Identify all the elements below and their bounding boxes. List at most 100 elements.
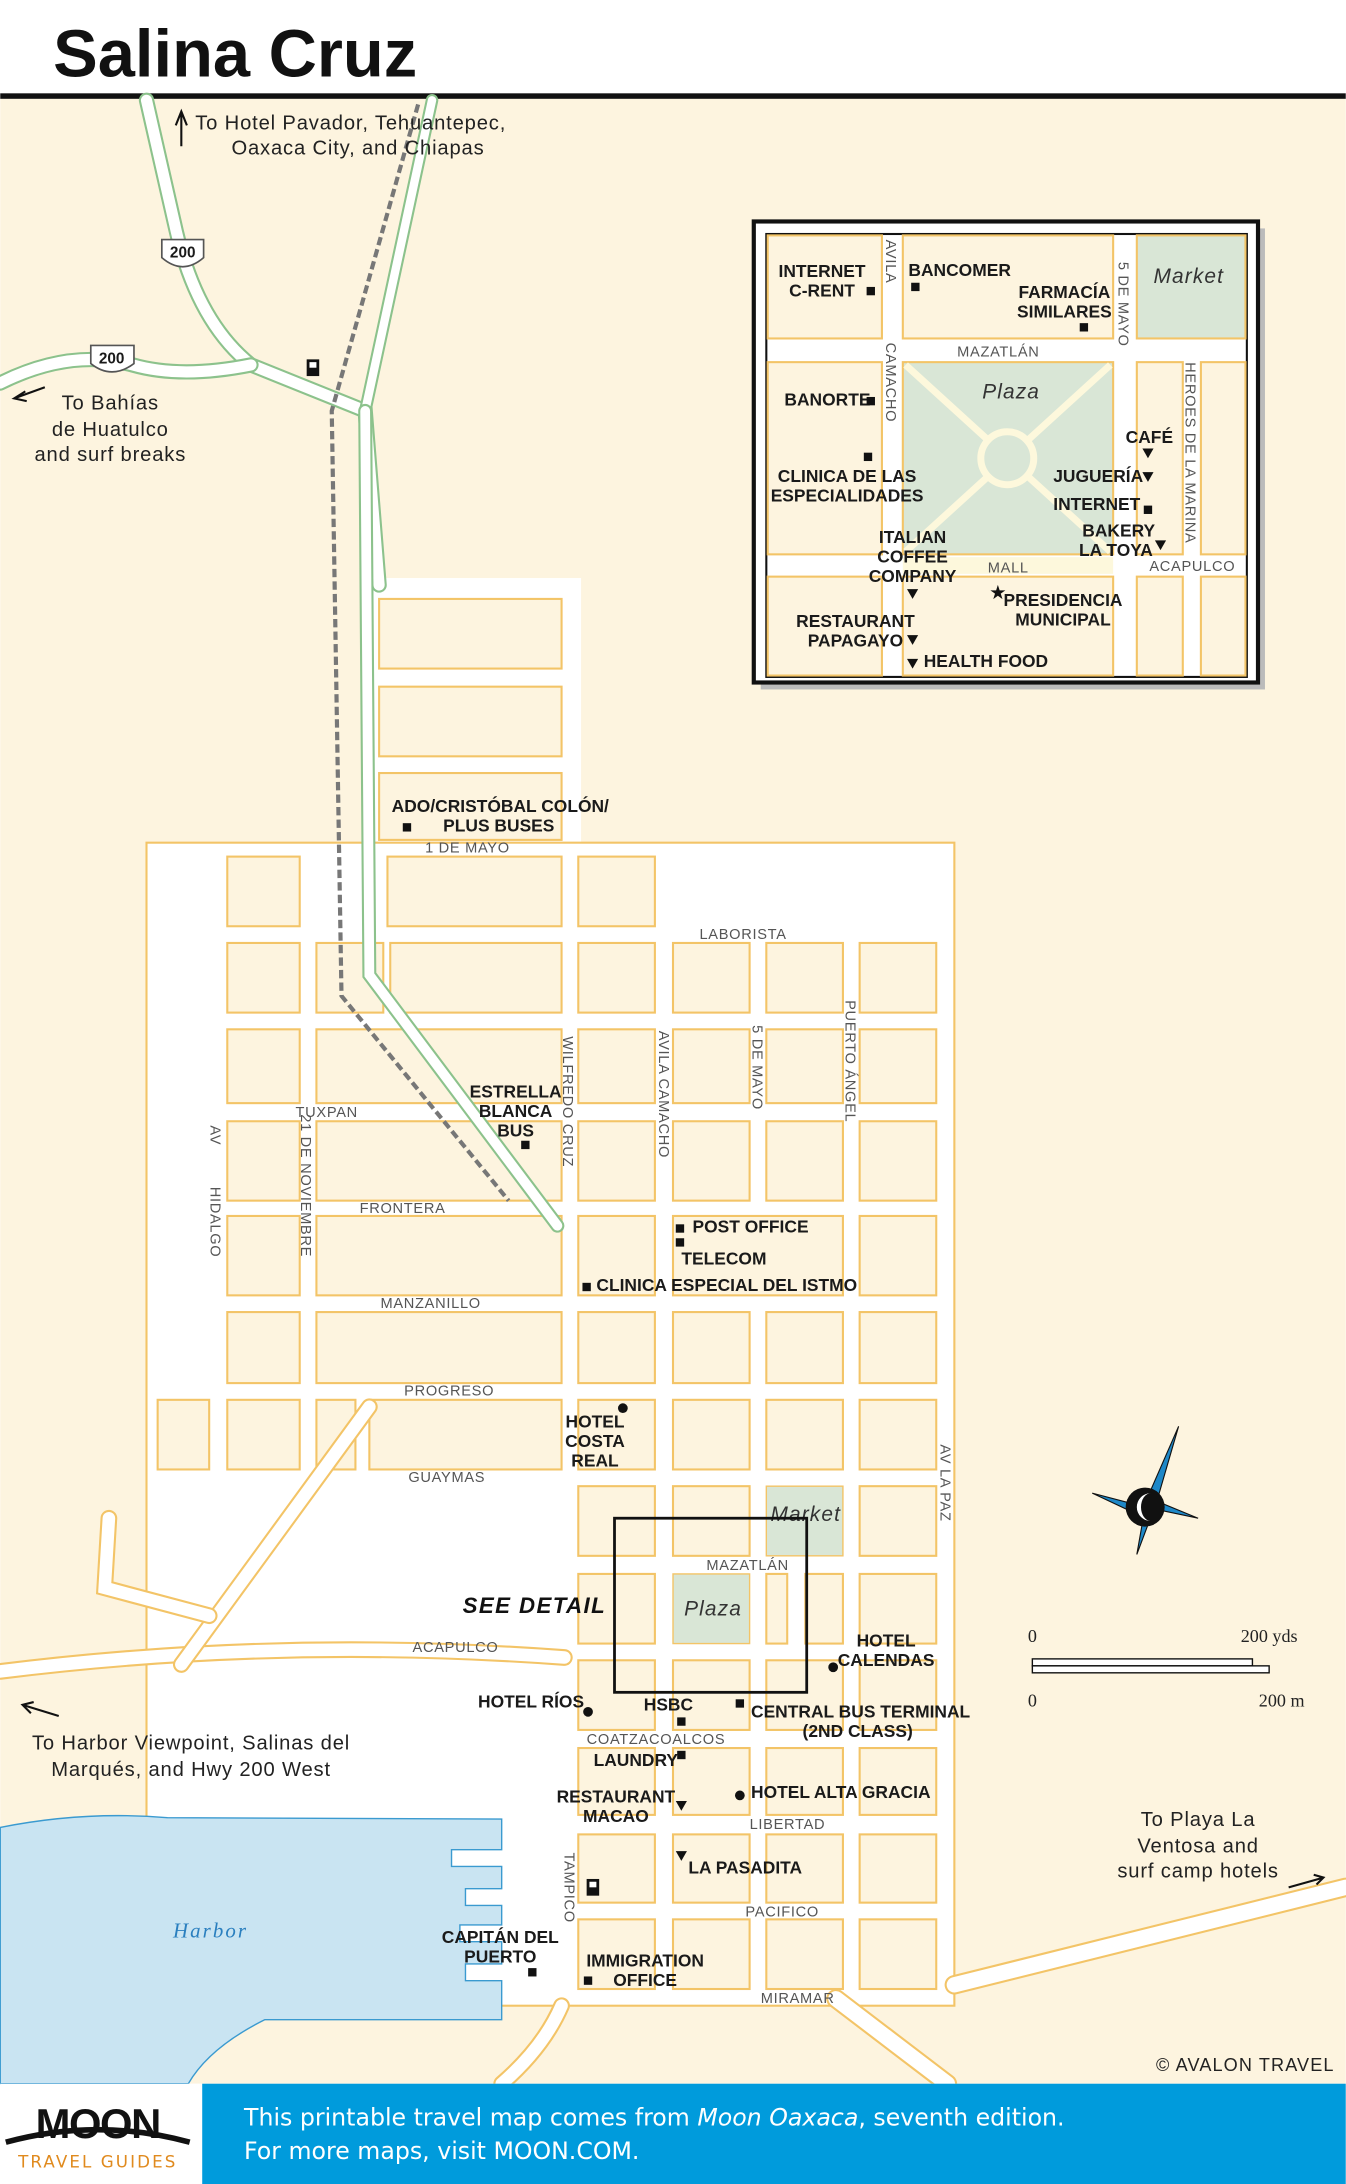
svg-text:CENTRAL BUS TERMINAL: CENTRAL BUS TERMINAL (751, 1701, 971, 1721)
svg-text:and surf breaks: and surf breaks (34, 444, 186, 466)
city-block (765, 1120, 844, 1202)
svg-text:PLUS BUSES: PLUS BUSES (443, 816, 554, 836)
city-block (577, 1918, 656, 1991)
svg-text:0: 0 (1028, 1690, 1037, 1710)
svg-text:OFFICE: OFFICE (613, 1970, 677, 1990)
svg-text:PROGRESO: PROGRESO (404, 1384, 494, 1400)
svg-text:This printable travel map come: This printable travel map comes from Moo… (243, 2104, 1065, 2132)
gas-station-icon (306, 359, 320, 377)
city-block (577, 941, 656, 1014)
svg-text:FARMACÍA: FARMACÍA (1018, 282, 1110, 302)
svg-text:TRAVEL GUIDES: TRAVEL GUIDES (17, 2151, 177, 2171)
svg-text:BANORTE: BANORTE (784, 389, 870, 409)
svg-text:ESTRELLA: ESTRELLA (470, 1082, 562, 1102)
svg-text:★: ★ (989, 582, 1006, 604)
city-block (765, 1572, 789, 1645)
direction-southwest: To Harbor Viewpoint, Salinas del Marqués… (20, 1701, 350, 1781)
compass-rose-icon (1092, 1426, 1199, 1555)
plaza-area (672, 1573, 751, 1645)
city-block (577, 1311, 656, 1385)
post-office: POST OFFICE (675, 1217, 809, 1237)
hotel-alta-gracia: HOTEL ALTA GRACIA (734, 1782, 931, 1802)
city-block (765, 1746, 844, 1816)
svg-text:BLANCA: BLANCA (479, 1101, 553, 1121)
inset-market (1135, 234, 1247, 340)
market-area (765, 1485, 844, 1557)
svg-text:200: 200 (99, 351, 125, 368)
moon-logo[interactable]: MOON TRAVEL GUIDES (5, 2100, 191, 2171)
svg-text:SIMILARES: SIMILARES (1017, 302, 1112, 322)
svg-text:CAFÉ: CAFÉ (1126, 427, 1173, 447)
svg-text:ITALIAN: ITALIAN (879, 527, 946, 547)
svg-text:PACIFICO: PACIFICO (745, 1905, 818, 1921)
svg-text:WILFREDO CRUZ: WILFREDO CRUZ (559, 1036, 575, 1167)
svg-text:HSBC: HSBC (644, 1694, 694, 1714)
svg-text:LA TOYA: LA TOYA (1079, 540, 1153, 560)
city-block (577, 855, 656, 928)
svg-text:INTERNET: INTERNET (1053, 494, 1140, 514)
city-block (156, 1398, 211, 1471)
city-block (765, 1311, 844, 1385)
footer-link[interactable]: For more maps, visit MOON.COM. (244, 2137, 639, 2165)
svg-text:HEALTH FOOD: HEALTH FOOD (924, 651, 1048, 671)
svg-text:5 DE MAYO: 5 DE MAYO (748, 1025, 764, 1110)
svg-text:MACAO: MACAO (583, 1806, 649, 1826)
svg-text:(2ND CLASS): (2ND CLASS) (803, 1721, 913, 1741)
svg-text:COMPANY: COMPANY (869, 566, 957, 586)
city-block (577, 1746, 656, 1816)
svg-text:200: 200 (170, 245, 196, 262)
svg-text:MANZANILLO: MANZANILLO (380, 1296, 480, 1312)
svg-text:PUERTO ÁNGEL: PUERTO ÁNGEL (842, 1000, 859, 1122)
svg-text:Marqués, and Hwy 200 West: Marqués, and Hwy 200 West (51, 1759, 331, 1781)
svg-text:CAMACHO: CAMACHO (882, 343, 898, 423)
svg-text:200 yds: 200 yds (1241, 1626, 1298, 1646)
svg-text:LABORISTA: LABORISTA (699, 927, 786, 943)
harbor-water (0, 1814, 503, 2085)
svg-text:POST OFFICE: POST OFFICE (692, 1217, 808, 1237)
svg-text:ACAPULCO: ACAPULCO (413, 1640, 499, 1656)
svg-text:HOTEL: HOTEL (857, 1630, 916, 1650)
city-block (315, 1214, 563, 1297)
svg-text:COATZACOALCOS: COATZACOALCOS (587, 1732, 726, 1748)
city-block (671, 1485, 751, 1557)
city-block (577, 1214, 656, 1297)
market-label: Market (770, 1503, 841, 1526)
svg-text:MUNICIPAL: MUNICIPAL (1015, 609, 1111, 629)
svg-text:de Huatulco: de Huatulco (52, 419, 169, 441)
svg-text:To Bahías: To Bahías (62, 393, 159, 415)
scale-bar: 0 200 yds 0 200 m (1028, 1626, 1305, 1710)
svg-text:TAMPICO: TAMPICO (560, 1853, 576, 1923)
svg-text:To Playa La: To Playa La (1141, 1809, 1256, 1831)
city-block (858, 1918, 938, 1991)
city-block (858, 1120, 938, 1202)
svg-text:RESTAURANT: RESTAURANT (557, 1786, 676, 1806)
svg-text:AV: AV (207, 1125, 223, 1145)
see-detail-box[interactable] (613, 1516, 809, 1694)
city-block (765, 1918, 844, 1991)
svg-text:IMMIGRATION: IMMIGRATION (586, 1951, 704, 1971)
svg-text:COFFEE: COFFEE (877, 547, 948, 567)
svg-text:LIBERTAD: LIBERTAD (750, 1817, 826, 1833)
svg-text:C-RENT: C-RENT (789, 281, 855, 301)
highway-shield: 200 (160, 238, 205, 268)
svg-text:HOTEL RÍOS: HOTEL RÍOS (478, 1692, 584, 1712)
svg-text:Oaxaca City, and Chiapas: Oaxaca City, and Chiapas (231, 138, 484, 160)
svg-text:To Harbor Viewpoint, Salinas d: To Harbor Viewpoint, Salinas del (32, 1732, 350, 1754)
svg-text:HOTEL ALTA GRACIA: HOTEL ALTA GRACIA (751, 1782, 931, 1802)
city-block (577, 1572, 656, 1645)
street-labels: 1 DE MAYO LABORISTA WILFREDO CRUZ AVILA … (207, 840, 953, 2006)
svg-text:COSTA: COSTA (565, 1431, 625, 1451)
see-detail-label: SEE DETAIL (463, 1593, 606, 1618)
svg-text:REAL: REAL (571, 1451, 619, 1471)
svg-text:MOON: MOON (36, 2100, 160, 2147)
svg-text:MALL: MALL (988, 560, 1029, 576)
svg-text:AVILA: AVILA (882, 240, 898, 284)
svg-text:Market: Market (1154, 265, 1225, 288)
svg-text:PAPAGAYO: PAPAGAYO (808, 630, 903, 650)
svg-text:AV LA PAZ: AV LA PAZ (936, 1444, 952, 1521)
place-labels: ADO/CRISTÓBAL COLÓN/PLUS BUSES ESTRELLAB… (392, 796, 971, 1990)
city-block (858, 1485, 938, 1557)
svg-text:ACAPULCO: ACAPULCO (1149, 559, 1235, 575)
telecom: TELECOM (675, 1238, 766, 1269)
